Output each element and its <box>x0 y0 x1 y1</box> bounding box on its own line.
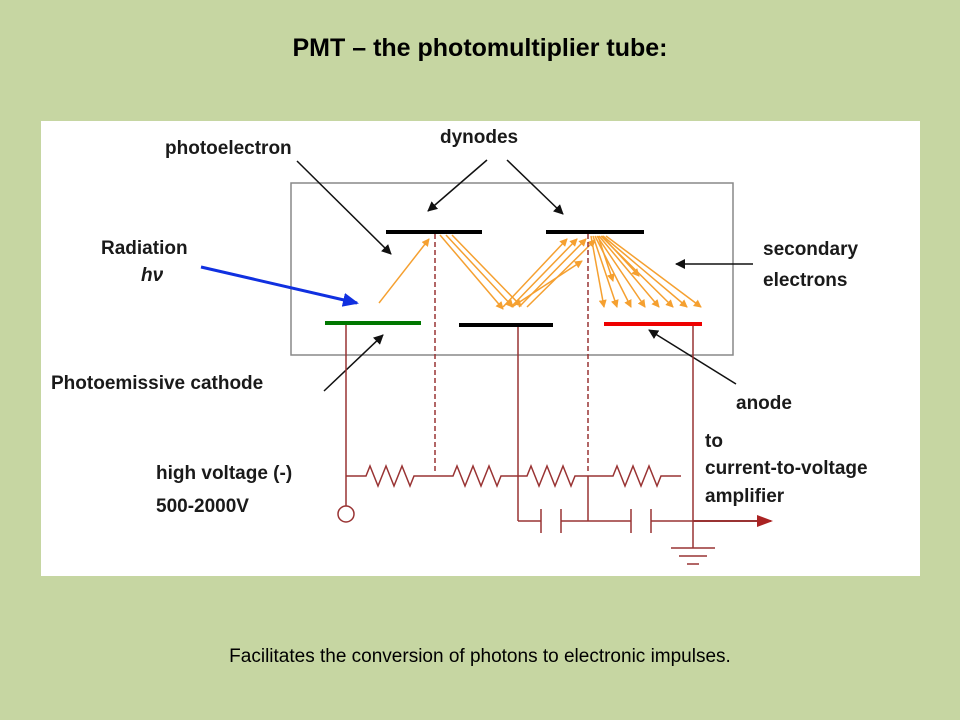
label-radiation: Radiation <box>101 238 188 259</box>
slide-caption: Facilitates the conversion of photons to… <box>229 646 731 667</box>
pmt-diagram: photoelectron dynodes Radiation hν secon… <box>41 121 920 576</box>
label-photoelectron: photoelectron <box>165 138 292 159</box>
radiation-arrow <box>200 265 359 307</box>
label-secondary: secondary <box>763 239 858 260</box>
label-anode: anode <box>736 393 792 414</box>
high-voltage-terminal <box>337 505 355 523</box>
label-voltage-range: 500-2000V <box>156 496 249 517</box>
label-to: to <box>705 431 723 452</box>
label-pointers <box>296 159 753 392</box>
pmt-diagram-svg: photoelectron dynodes Radiation hν secon… <box>51 127 868 565</box>
label-high-voltage: high voltage (-) <box>156 463 292 484</box>
label-amplifier: amplifier <box>705 486 785 507</box>
circuit <box>345 325 773 565</box>
slide-title: PMT – the photomultiplier tube: <box>292 34 668 62</box>
voltage-divider <box>346 463 681 489</box>
label-dynodes: dynodes <box>440 127 518 148</box>
tube-envelope <box>290 182 734 356</box>
label-electrons: electrons <box>763 270 847 291</box>
electron-paths <box>378 234 702 310</box>
label-cathode: Photoemissive cathode <box>51 373 263 394</box>
label-hv: hν <box>141 265 164 286</box>
label-current-to-voltage: current-to-voltage <box>705 458 868 479</box>
